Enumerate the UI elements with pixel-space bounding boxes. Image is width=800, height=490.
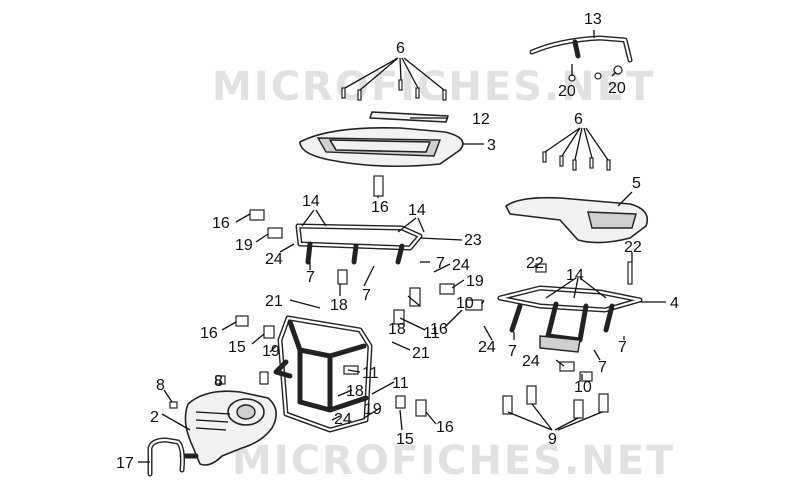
part-3-front-rack-plate [299,126,464,168]
callout-label: 14 [408,202,426,219]
callout-label: 18 [388,321,406,338]
callout-label: 22 [526,255,544,272]
part-13-rack-bar [529,35,633,63]
callout-label: 21 [265,293,283,310]
callout-label: 7 [306,269,315,286]
callout-label: 24 [522,353,540,370]
callout-label: 15 [228,339,246,356]
callout-label: 18 [346,383,364,400]
callout-label: 19 [235,237,253,254]
watermark-bottom: MICROFICHES.NET [232,438,675,484]
callout-label: 12 [472,111,490,128]
callout-label: 7 [598,359,607,376]
callout-label: 10 [456,295,474,312]
watermark-top: MICROFICHES.NET [212,64,655,110]
callout-label: 17 [116,455,134,472]
callout-label: 23 [464,232,482,249]
callout-label: 16 [212,215,230,232]
part-2-front-fender [184,390,277,466]
callout-label: 20 [558,83,576,100]
callout-label: 24 [334,411,352,428]
callout-label: 11 [392,375,409,392]
callout-label: 19 [466,273,484,290]
callout-label: 16 [200,325,218,342]
callout-label: 10 [574,379,592,396]
callout-label: 8 [156,377,165,394]
part-12-strip [369,111,449,123]
callout-label: 24 [452,257,470,274]
callout-label: 2 [150,409,159,426]
part-17-u-bracket [147,437,199,477]
callout-label: 9 [548,431,557,448]
callout-label: 7 [362,287,371,304]
part-1-bumper-cage [273,315,373,433]
leader-lines [138,30,666,463]
callout-label: 7 [618,339,627,356]
callout-label: 22 [624,239,642,256]
callout-label: 14 [566,267,584,284]
callout-label: 20 [608,80,626,97]
callout-label: 4 [670,295,679,312]
callout-label: 24 [265,251,283,268]
part-23-front-carrier [295,223,423,265]
callouts: 6 13 20 20 12 3 6 16 5 14 14 16 19 24 23… [116,11,679,472]
callout-label: 6 [574,111,583,128]
callout-label: 6 [396,40,405,57]
callout-label: 16 [371,199,389,216]
callout-label: 16 [430,321,448,338]
callout-label: 15 [396,431,414,448]
callout-label: 7 [436,255,445,272]
part-4-rear-carrier [497,285,643,353]
callout-label: 21 [412,345,430,362]
callout-label: 3 [487,137,496,154]
callout-label: 14 [302,193,320,210]
callout-label: 11 [362,365,379,382]
callout-label: 13 [584,11,602,28]
callout-label: 5 [632,175,641,192]
callout-label: 18 [330,297,348,314]
callout-label: 24 [478,339,496,356]
callout-label: 19 [262,343,280,360]
callout-label: 7 [508,343,517,360]
callout-label: 16 [436,419,454,436]
callout-label: 11 [423,325,440,342]
callout-label: 19 [364,401,382,418]
callout-label: 8 [214,373,223,390]
part-5-rear-rack-plate [505,196,649,244]
